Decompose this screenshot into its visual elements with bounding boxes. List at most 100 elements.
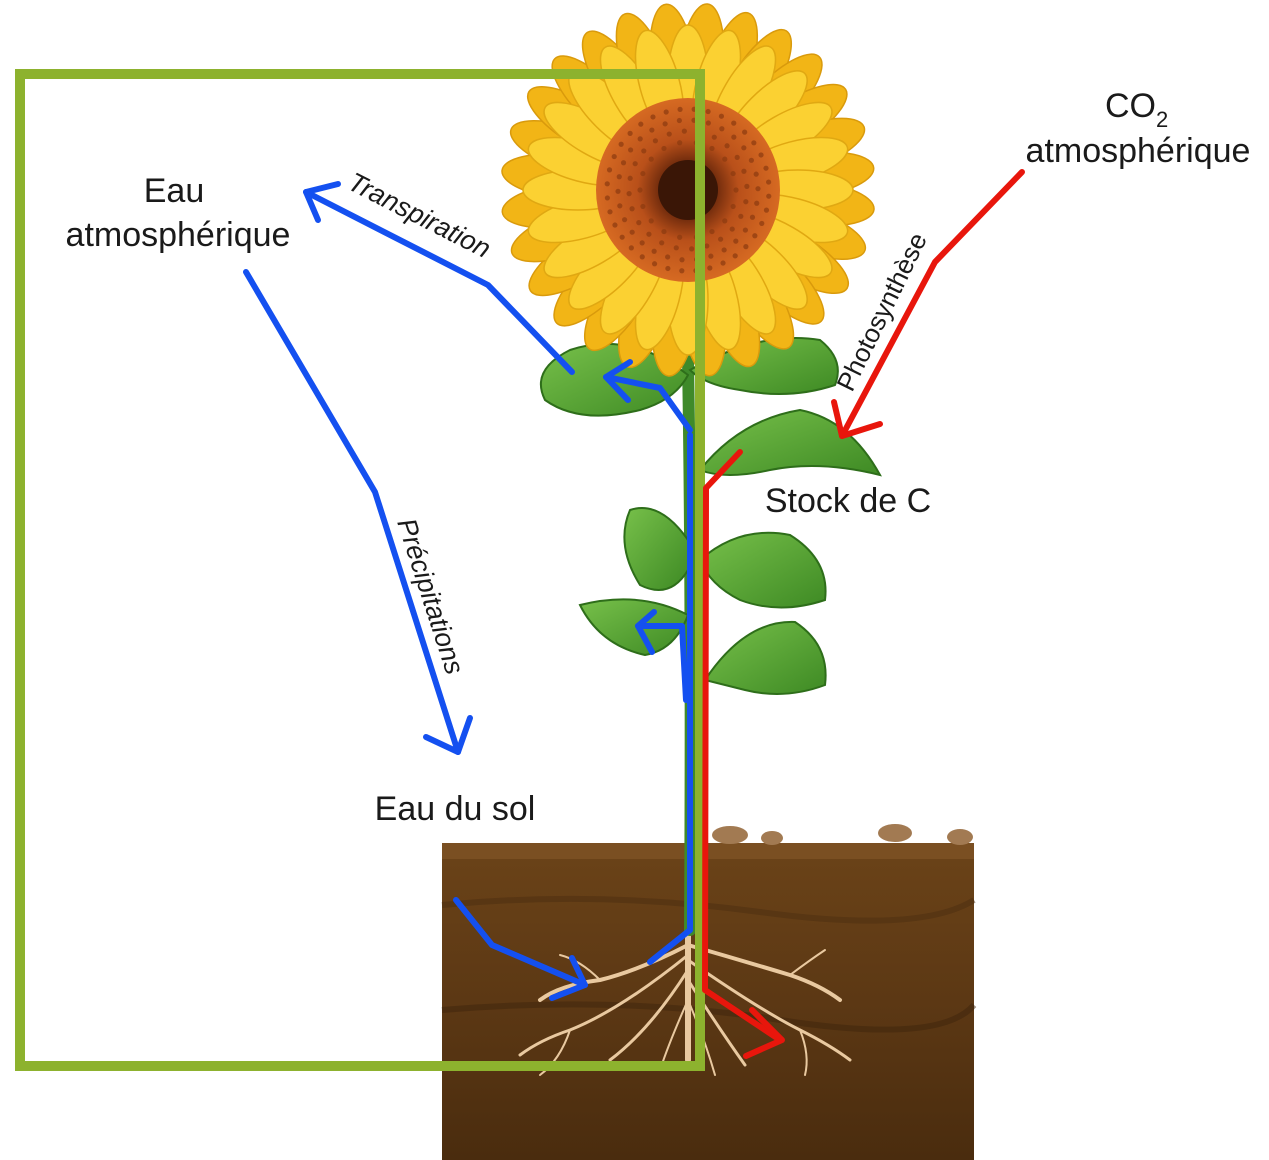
- seed-dot: [711, 134, 717, 140]
- seed-dot: [718, 113, 725, 119]
- seed-dot: [738, 213, 744, 219]
- seed-dot: [618, 141, 624, 147]
- seed-dot: [733, 187, 739, 193]
- seed-dot: [763, 207, 770, 213]
- seed-dot: [666, 131, 672, 137]
- seed-dot: [729, 226, 735, 232]
- seed-dot: [648, 156, 654, 162]
- seed-dot: [677, 234, 683, 240]
- seed-dot: [646, 231, 652, 237]
- seed-dot: [627, 175, 633, 181]
- seed-dot: [606, 167, 613, 173]
- seed-dot: [622, 217, 628, 223]
- seed-dot: [615, 188, 621, 194]
- seed-dot: [730, 203, 736, 210]
- seed-dot: [663, 109, 669, 115]
- label-stock-de-c: Stock de C: [765, 482, 931, 520]
- seed-dot: [679, 257, 685, 263]
- seed-dot: [626, 191, 632, 197]
- seed-dot: [665, 254, 671, 260]
- seed-dot: [709, 145, 715, 152]
- seed-dot: [763, 165, 769, 171]
- seed-dot: [629, 229, 635, 235]
- seed-dot: [612, 222, 618, 228]
- seed-dot: [604, 195, 610, 201]
- seed-dot: [665, 265, 671, 272]
- seed-dot: [722, 218, 728, 224]
- seed-dot: [604, 181, 610, 187]
- seed-dot: [730, 170, 736, 177]
- root-system: [518, 922, 852, 1076]
- seed-dot: [616, 174, 622, 180]
- seed-dot: [661, 145, 667, 152]
- label-precipitations: Précipitations: [391, 515, 470, 678]
- precipitations-arrow: [243, 269, 461, 755]
- label-eau-atm-line1: Eau: [144, 172, 205, 210]
- seed-dot: [743, 244, 749, 250]
- seed-dot: [734, 154, 740, 161]
- seed-dot: [759, 220, 765, 227]
- seed-dot: [651, 248, 657, 254]
- seed-dot: [651, 261, 658, 267]
- seed-dot: [717, 236, 724, 242]
- seed-dot: [641, 148, 647, 154]
- seed-dot: [733, 238, 739, 244]
- seed-dot: [752, 233, 758, 239]
- seed-dot: [640, 170, 646, 177]
- seed-dot: [639, 254, 645, 260]
- seed-dot: [628, 245, 634, 251]
- seed-dot: [607, 209, 613, 215]
- seed-dot: [627, 130, 633, 136]
- seed-dot: [731, 120, 737, 126]
- seed-dot: [721, 247, 727, 253]
- seed-dot: [766, 193, 772, 199]
- seed-dot: [649, 127, 655, 133]
- label-eau-atm-line2: atmosphérique: [66, 216, 291, 254]
- seed-dot: [628, 147, 634, 153]
- seed-dot: [705, 108, 711, 115]
- seed-dot: [650, 114, 656, 120]
- seed-dot: [743, 199, 749, 205]
- seed-dot: [681, 128, 687, 134]
- seed-dot: [719, 126, 725, 132]
- seed-dot: [662, 121, 668, 127]
- seed-dot: [754, 200, 760, 206]
- photosynthesis-arrow: [839, 169, 1025, 439]
- seed-dot: [677, 106, 683, 112]
- seed-dot: [673, 245, 679, 251]
- seed-dot: [742, 227, 748, 233]
- water-flows: [243, 181, 693, 1001]
- seed-dot: [724, 143, 730, 149]
- seed-dot: [611, 153, 617, 160]
- seed-dot: [749, 214, 756, 220]
- seed-dot: [741, 168, 747, 174]
- seed-dot: [708, 253, 714, 259]
- seed-dot: [637, 187, 643, 193]
- seed-dot: [617, 203, 623, 209]
- seed-dot: [758, 152, 764, 158]
- seed-dot: [742, 129, 748, 135]
- system-boundary: [15, 69, 705, 1071]
- seed-dot: [689, 246, 695, 252]
- seed-dot: [636, 219, 642, 226]
- seed-dot: [676, 117, 682, 124]
- seed-dot: [640, 203, 646, 210]
- label-eau-du-sol: Eau du sol: [375, 790, 536, 828]
- seed-dot: [720, 260, 726, 266]
- seed-dot: [744, 183, 750, 189]
- seed-dot: [619, 234, 625, 240]
- seed-dot: [755, 186, 761, 192]
- leaves: [540, 337, 882, 695]
- seed-dot: [753, 171, 759, 177]
- seed-dot: [648, 218, 654, 224]
- seed-dot: [632, 161, 638, 167]
- seed-dot: [707, 265, 713, 271]
- seed-dot: [677, 140, 683, 146]
- seed-dot: [661, 228, 667, 235]
- flower-core: [658, 160, 718, 220]
- seed-dot: [751, 140, 757, 146]
- transpiration-arrow: [303, 189, 575, 375]
- seed-dot: [620, 160, 627, 166]
- seed-dot: [741, 145, 747, 151]
